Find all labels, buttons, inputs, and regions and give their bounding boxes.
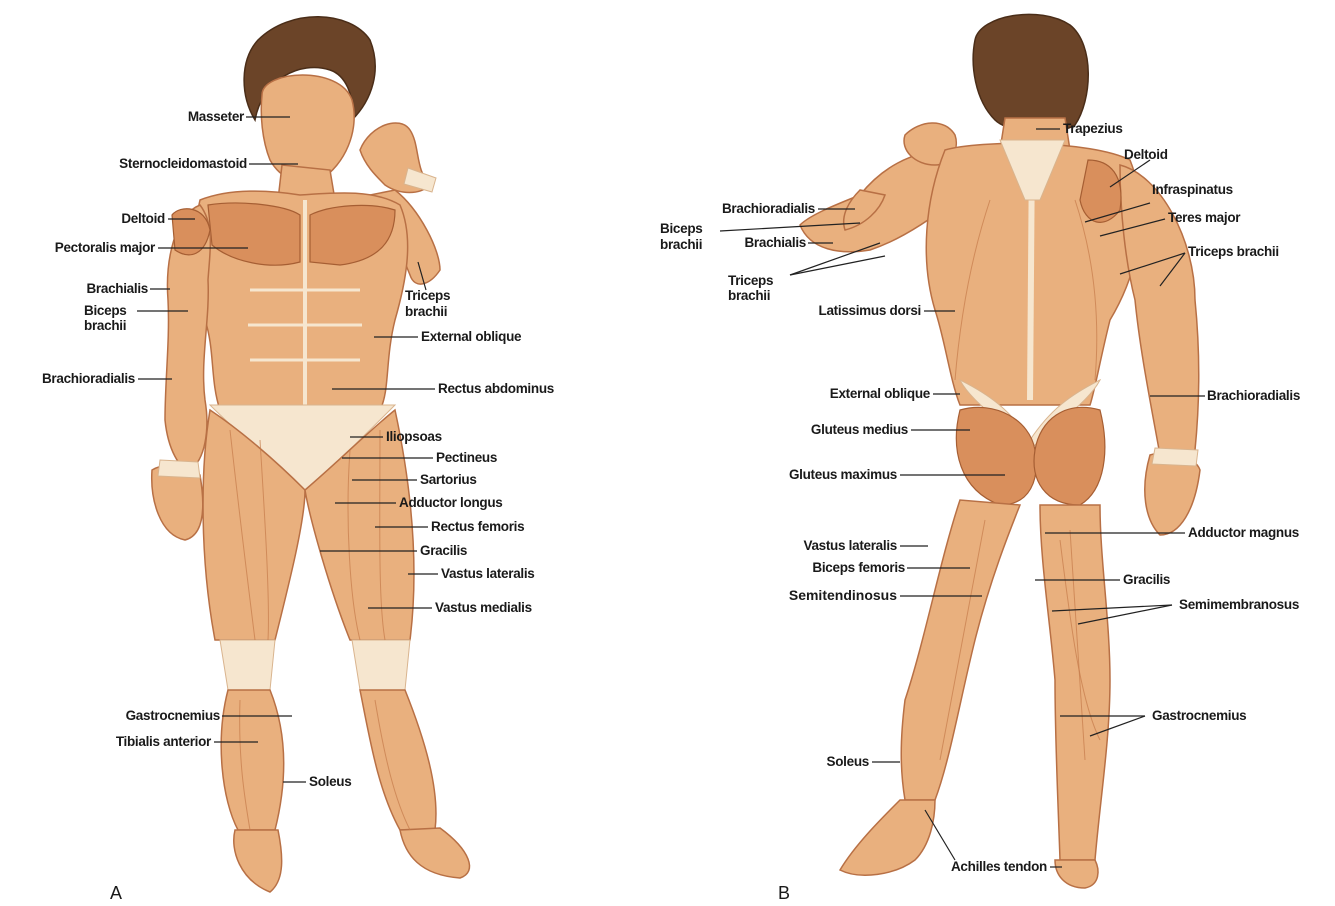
label-biceps-b: Biceps: [660, 221, 702, 236]
label-gluteus-maximus: Gluteus maximus: [789, 467, 897, 482]
label-brachioradialis-a: Brachioradialis: [42, 371, 135, 386]
label-rectus-abdominus: Rectus abdominus: [438, 381, 554, 396]
label-teres-major: Teres major: [1168, 210, 1241, 225]
panel-b-letter: B: [778, 883, 790, 903]
label-biceps-femoris: Biceps femoris: [812, 560, 905, 575]
anterior-body-illustration: [152, 17, 470, 892]
panel-a-anterior: Masseter Sternocleidomastoid Deltoid Pec…: [42, 17, 554, 903]
label-triceps-b: Triceps: [728, 273, 773, 288]
label-gluteus-medius: Gluteus medius: [811, 422, 908, 437]
label-semimembranosus: Semimembranosus: [1179, 597, 1299, 612]
label-deltoid-a: Deltoid: [121, 211, 165, 226]
label-biceps-a: Biceps: [84, 303, 126, 318]
label-deltoid-b: Deltoid: [1124, 147, 1168, 162]
label-sartorius: Sartorius: [420, 472, 477, 487]
label-external-oblique-b: External oblique: [830, 386, 931, 401]
panel-b-posterior: Brachioradialis Biceps brachii Brachiali…: [660, 14, 1300, 903]
label-soleus-a: Soleus: [309, 774, 351, 789]
label-achilles-tendon: Achilles tendon: [951, 859, 1047, 874]
label-soleus-b: Soleus: [827, 754, 869, 769]
label-triceps-brachii-a: brachii: [405, 304, 447, 319]
label-brachialis-b: Brachialis: [744, 235, 806, 250]
label-gracilis-a: Gracilis: [420, 543, 467, 558]
label-pectoralis-major: Pectoralis major: [55, 240, 156, 255]
label-latissimus-dorsi: Latissimus dorsi: [819, 303, 921, 318]
label-triceps-brachii-b-right: Triceps brachii: [1188, 244, 1279, 259]
label-gracilis-b: Gracilis: [1123, 572, 1170, 587]
label-brachii-a: brachii: [84, 318, 126, 333]
label-sternocleidomastoid: Sternocleidomastoid: [119, 156, 247, 171]
label-brachioradialis-b-left: Brachioradialis: [722, 201, 815, 216]
label-tibialis-anterior: Tibialis anterior: [116, 734, 212, 749]
label-vastus-lateralis-a: Vastus lateralis: [441, 566, 535, 581]
label-triceps-brachii-b: brachii: [728, 288, 770, 303]
label-brachioradialis-b-right: Brachioradialis: [1207, 388, 1300, 403]
label-gastrocnemius-b: Gastrocnemius: [1152, 708, 1246, 723]
label-vastus-lateralis-b: Vastus lateralis: [803, 538, 897, 553]
label-trapezius: Trapezius: [1063, 121, 1123, 136]
label-adductor-magnus: Adductor magnus: [1188, 525, 1299, 540]
label-external-oblique-a: External oblique: [421, 329, 522, 344]
label-biceps-brachii-b: brachii: [660, 237, 702, 252]
label-infraspinatus: Infraspinatus: [1152, 182, 1233, 197]
label-semitendinosus: Semitendinosus: [789, 587, 897, 603]
label-vastus-medialis: Vastus medialis: [435, 600, 532, 615]
label-adductor-longus: Adductor longus: [399, 495, 503, 510]
label-brachialis-a: Brachialis: [86, 281, 148, 296]
label-gastrocnemius-a: Gastrocnemius: [126, 708, 220, 723]
label-pectineus: Pectineus: [436, 450, 497, 465]
label-masseter: Masseter: [188, 109, 245, 124]
label-iliopsoas: Iliopsoas: [386, 429, 442, 444]
panel-a-letter: A: [110, 883, 122, 903]
label-rectus-femoris: Rectus femoris: [431, 519, 524, 534]
label-triceps-a: Triceps: [405, 288, 450, 303]
